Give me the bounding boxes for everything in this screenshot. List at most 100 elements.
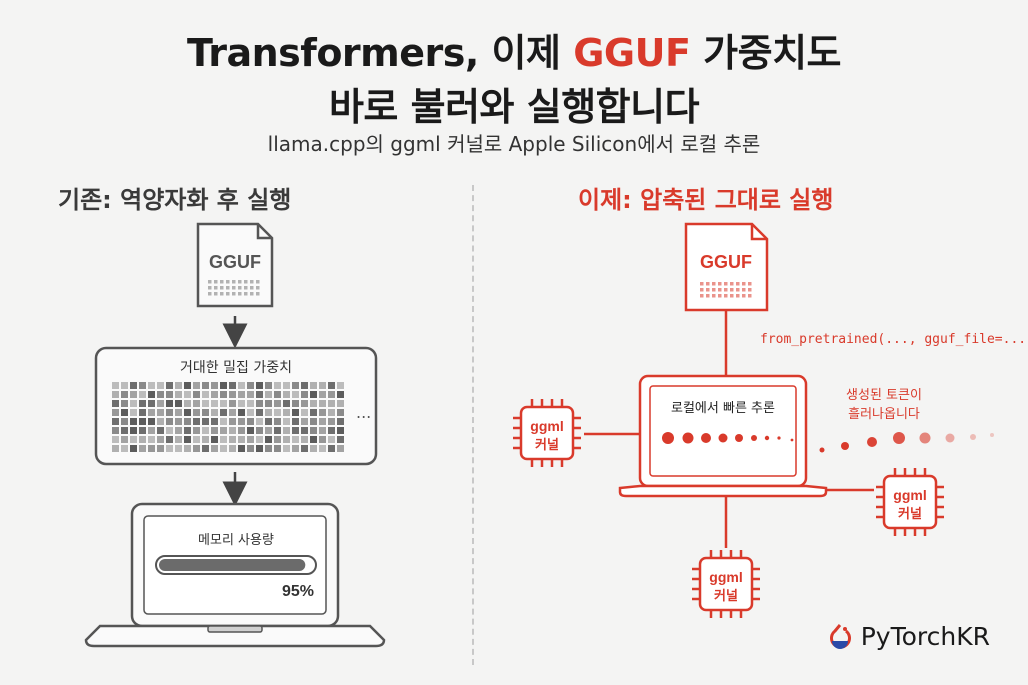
file-dot xyxy=(220,286,224,290)
weight-cell xyxy=(220,418,227,425)
weight-cell xyxy=(310,400,317,407)
weight-cell xyxy=(184,400,191,407)
weight-cell xyxy=(265,382,272,389)
weight-cell xyxy=(175,391,182,398)
weight-cell xyxy=(112,418,119,425)
token-dot xyxy=(990,433,994,437)
weight-cell xyxy=(301,400,308,407)
left-gguf-file-icon: GGUF xyxy=(196,222,274,308)
file-dot xyxy=(730,288,734,292)
weight-cell xyxy=(328,382,335,389)
subtitle: llama.cpp의 ggml 커널로 Apple Silicon에서 로컬 추… xyxy=(267,132,761,156)
weight-cell xyxy=(211,418,218,425)
weight-cell xyxy=(121,391,128,398)
weight-cell xyxy=(265,436,272,443)
weight-cell xyxy=(193,382,200,389)
weight-cell xyxy=(310,382,317,389)
weight-cell xyxy=(184,427,191,434)
weight-cell xyxy=(283,445,290,452)
weight-cell xyxy=(328,391,335,398)
weight-cell xyxy=(112,409,119,416)
weight-cell xyxy=(112,445,119,452)
ggml-chip-icon: ggml 커널 xyxy=(513,399,581,467)
weight-cell xyxy=(256,427,263,434)
weight-cell xyxy=(157,400,164,407)
weight-cell xyxy=(202,400,209,407)
token-dot xyxy=(764,435,770,441)
weight-cell xyxy=(202,436,209,443)
file-dot xyxy=(214,286,218,290)
weight-cell xyxy=(166,445,173,452)
weight-cell xyxy=(139,400,146,407)
ggml-chip-icon: ggml 커널 xyxy=(692,550,760,618)
token-dot xyxy=(751,435,757,441)
weight-cell xyxy=(166,418,173,425)
weight-cell xyxy=(229,382,236,389)
weight-cell xyxy=(148,445,155,452)
file-dot xyxy=(724,288,728,292)
weight-cell xyxy=(121,436,128,443)
token-dot xyxy=(970,434,976,440)
weight-cell xyxy=(202,445,209,452)
token-dot xyxy=(735,434,743,442)
weight-cell xyxy=(265,400,272,407)
weight-cell xyxy=(211,400,218,407)
weight-cell xyxy=(283,427,290,434)
weight-cell xyxy=(310,436,317,443)
weight-cell xyxy=(157,436,164,443)
weight-cell xyxy=(139,445,146,452)
file-dot xyxy=(712,288,716,292)
weight-cell xyxy=(247,382,254,389)
weight-cell xyxy=(148,436,155,443)
weight-cell xyxy=(121,418,128,425)
weight-cell xyxy=(274,418,281,425)
pytorchkr-flame-icon xyxy=(829,623,851,649)
weight-cell xyxy=(139,436,146,443)
weight-cell xyxy=(184,391,191,398)
weight-cell xyxy=(319,382,326,389)
weight-cell xyxy=(256,418,263,425)
memory-percent: 95% xyxy=(282,583,314,600)
weight-cell xyxy=(328,400,335,407)
weight-cell xyxy=(148,391,155,398)
weight-cell xyxy=(193,436,200,443)
weight-cell xyxy=(211,427,218,434)
file-dot xyxy=(238,286,242,290)
weight-cell xyxy=(130,418,137,425)
weight-cell xyxy=(328,445,335,452)
weight-cell xyxy=(274,445,281,452)
weight-cell xyxy=(319,391,326,398)
file-dot xyxy=(742,288,746,292)
weight-cell xyxy=(301,445,308,452)
weight-cell xyxy=(328,427,335,434)
weight-cell xyxy=(175,400,182,407)
weight-cell xyxy=(256,436,263,443)
weight-cell xyxy=(211,445,218,452)
file-dot xyxy=(250,280,254,284)
memory-label: 메모리 사용량 xyxy=(198,533,274,548)
weight-cell xyxy=(238,382,245,389)
weight-cell xyxy=(220,391,227,398)
weight-cell xyxy=(184,445,191,452)
right-file-label: GGUF xyxy=(700,252,752,272)
token-dot xyxy=(945,433,955,443)
weight-cell xyxy=(220,382,227,389)
weight-cell xyxy=(328,418,335,425)
weight-cell xyxy=(193,409,200,416)
weight-cell xyxy=(193,418,200,425)
weight-cell xyxy=(310,409,317,416)
weight-cell xyxy=(112,427,119,434)
weight-cell xyxy=(202,382,209,389)
weight-cell xyxy=(292,409,299,416)
weight-cell xyxy=(283,382,290,389)
right-laptop-icon: 로컬에서 빠른 추론 xyxy=(618,374,828,498)
weight-cell xyxy=(256,391,263,398)
title-accent: GGUF xyxy=(573,31,691,75)
file-dot xyxy=(742,294,746,298)
weight-cell xyxy=(238,427,245,434)
weight-cell xyxy=(211,436,218,443)
file-dot xyxy=(208,292,212,296)
weight-cell xyxy=(319,445,326,452)
weight-cell xyxy=(256,400,263,407)
weight-cell xyxy=(247,445,254,452)
